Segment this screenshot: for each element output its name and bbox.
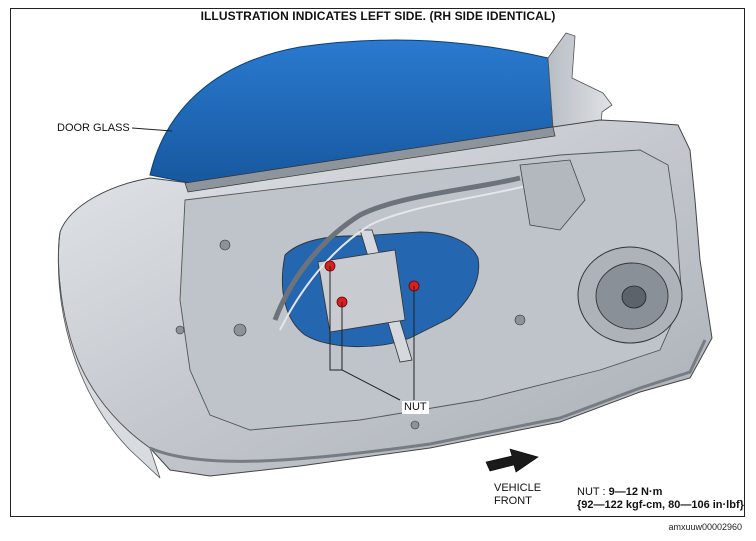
panel-hole	[410, 420, 420, 430]
door-glass-leader	[131, 127, 173, 132]
speaker-center	[621, 285, 647, 309]
torque-spec: NUT : 9—12 N·m {92—122 kgf-cm, 80—106 in…	[577, 486, 744, 512]
latch-area	[519, 159, 586, 231]
weather-strip	[149, 339, 707, 463]
figure-code: amxuuw00002960	[668, 522, 742, 532]
vehicle-front-label: VEHICLE FRONT	[494, 482, 541, 508]
belt-molding	[184, 126, 556, 193]
panel-hole	[514, 314, 526, 326]
page-title: ILLUSTRATION INDICATES LEFT SIDE. (RH SI…	[200, 9, 556, 23]
door-skin-flange	[57, 231, 161, 479]
nut-leader	[329, 266, 342, 371]
panel-hole	[233, 323, 247, 337]
torque-main: 9—12 N·m	[608, 486, 663, 498]
vehicle-label-line1: VEHICLE	[494, 482, 542, 494]
regulator-plate	[317, 249, 406, 333]
door-glass-label: DOOR GLASS	[57, 122, 130, 134]
door-glass	[149, 39, 554, 184]
torque-prefix: NUT :	[577, 486, 609, 498]
panel-hole	[175, 325, 185, 335]
torque-spec-line1: NUT : 9—12 N·m	[577, 486, 744, 499]
vehicle-front-arrow	[485, 448, 539, 473]
regulator-cable-2	[279, 184, 531, 331]
panel-hole	[219, 239, 231, 251]
torque-spec-line2: {92—122 kgf-cm, 80—106 in·lbf}	[577, 499, 744, 511]
vehicle-label-line2: FRONT	[494, 495, 532, 507]
nut-label: NUT	[402, 401, 429, 414]
nut-leader	[341, 302, 401, 401]
regulator-cable	[272, 175, 521, 321]
